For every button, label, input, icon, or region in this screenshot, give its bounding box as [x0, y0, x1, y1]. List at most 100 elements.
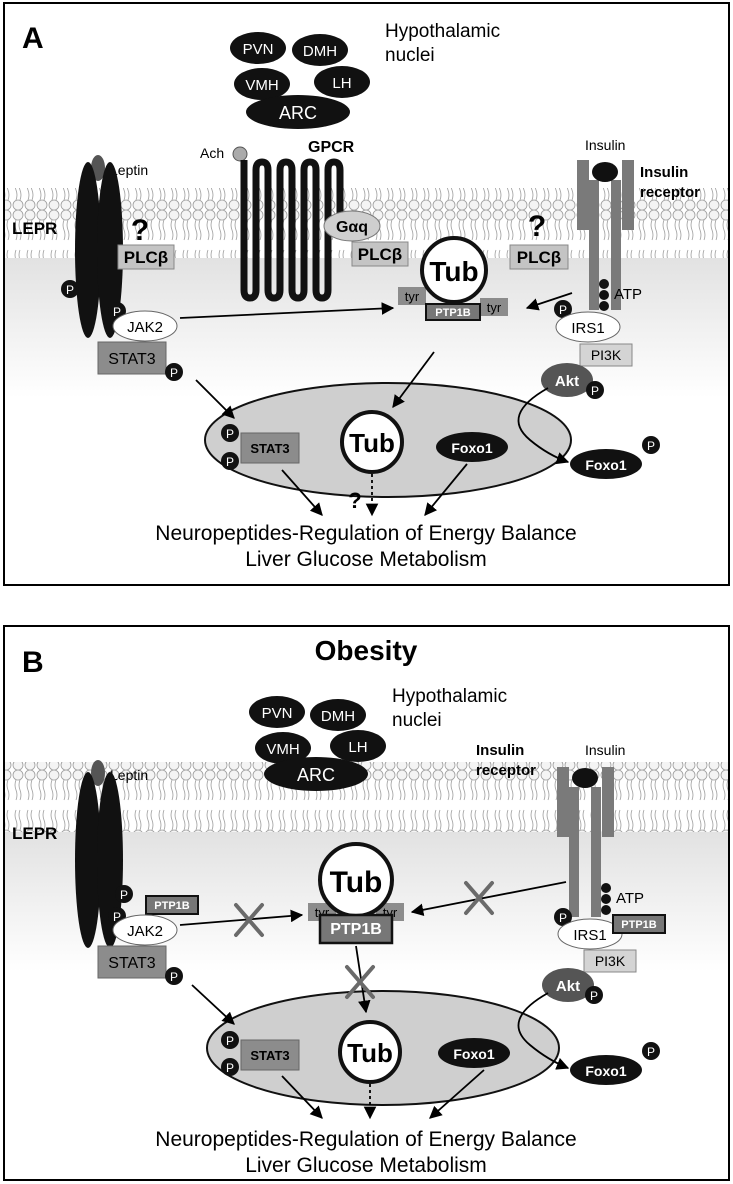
phospho-lepr: [61, 280, 79, 298]
dmh-nucleus: [292, 34, 348, 66]
phospho-stat3-bn2: [221, 1058, 239, 1076]
ir-alpha-left-b: [557, 767, 569, 837]
arrow-akt-to-foxo1-b: [517, 992, 570, 1070]
ir-beta-left: [589, 180, 599, 310]
svg-text:P: P: [647, 439, 655, 453]
phospho-atp-b-1: [601, 883, 611, 893]
phospho-atp-3: [599, 301, 609, 311]
question-mark-left: ?: [131, 214, 149, 247]
stat3-label: STAT3: [108, 351, 156, 368]
leptin-label: Leptin: [110, 162, 148, 178]
insulin-label-b: Insulin: [585, 742, 625, 758]
arrow-ir-to-tub: [525, 292, 573, 311]
ptp1b-label: PTP1B: [435, 307, 471, 319]
gpcr-helices: [240, 158, 344, 302]
gpcr-label: GPCR: [308, 139, 355, 156]
svg-text:P: P: [66, 283, 74, 297]
vmh-nucleus: [234, 68, 290, 100]
ir-alpha-right-b: [602, 767, 614, 837]
svg-text:PTP1B: PTP1B: [621, 919, 657, 931]
ir-alpha-left: [577, 160, 589, 230]
lh-nucleus-b: [330, 730, 386, 762]
phospho-atp-2: [599, 290, 609, 300]
jak2-label-b: JAK2: [127, 923, 163, 940]
nuclear-tub: [340, 410, 404, 474]
lepr-chain-left-b: [75, 772, 101, 948]
svg-text:VMH: VMH: [266, 741, 299, 758]
tub-label: Tub: [429, 256, 478, 287]
svg-text:P: P: [591, 384, 599, 398]
lepr-chain-right-b: [97, 772, 123, 948]
svg-text:P: P: [226, 455, 234, 469]
jak2-b: [112, 914, 178, 946]
svg-text:PVN: PVN: [262, 705, 293, 722]
irs1-label-b: IRS1: [573, 927, 606, 944]
irs1: [555, 311, 621, 343]
svg-text:tyr: tyr: [405, 289, 420, 304]
output-line-b-1: Neuropeptides-Regulation of Energy Balan…: [155, 1128, 576, 1151]
svg-text:LH: LH: [348, 739, 367, 756]
insulin-receptor: Insulin Insulin receptor ? PLCβ ATP P IR…: [509, 137, 700, 399]
nuclei-title-1: Hypothalamic: [385, 21, 500, 42]
question-mark-right: ?: [528, 210, 546, 243]
plc-mid-label: PLCβ: [358, 245, 402, 264]
pi3k-box-b: [583, 949, 637, 973]
insulin-receptor-label-b-2: receptor: [476, 762, 536, 779]
lepr-label-b: LEPR: [12, 824, 57, 843]
nuclear-stat3-b: [240, 1039, 300, 1071]
nuclear-tub-label-b: Tub: [347, 1038, 393, 1068]
cross-tub-nucleus: [345, 965, 375, 999]
pvn-label: PVN: [243, 41, 274, 58]
nuclear-tub-label: Tub: [349, 428, 395, 458]
tub-label-b: Tub: [330, 866, 383, 899]
arrow-foxo1-to-output-b: [429, 1069, 485, 1119]
arrow-tub-to-nucleus: [392, 351, 435, 409]
nuclear-stat3-label: STAT3: [250, 441, 289, 456]
stat3-box-b: [97, 945, 167, 979]
ir-beta-right-b: [591, 787, 601, 917]
nuclear-stat3-label-b: STAT3: [250, 1048, 289, 1063]
output-line-b-2: Liver Glucose Metabolism: [245, 1154, 487, 1177]
panel-label: A: [22, 22, 44, 55]
arrow-jak2-to-tub: [179, 302, 395, 319]
panel-label-b: B: [22, 646, 44, 679]
cross-ir-tub: [464, 881, 494, 915]
phospho-stat3-n2: [221, 452, 239, 470]
svg-text:DMH: DMH: [321, 708, 355, 725]
pi3k-label-b: PI3K: [595, 953, 626, 969]
arrow-stat3-to-output-b: [281, 1075, 323, 1119]
leptin-label-b: Leptin: [110, 767, 148, 783]
insulin-molecule: [592, 162, 618, 182]
insulin-receptor-b: Insulin Insulin receptor ATP P IRS1 PTP1…: [476, 742, 666, 1004]
ir-beta-right: [611, 180, 621, 310]
arrow-ir-to-tub-b: [410, 881, 567, 917]
arc-nucleus: [246, 95, 350, 129]
nuclei-title-b-2: nuclei: [392, 710, 442, 731]
svg-text:tyr: tyr: [487, 300, 502, 315]
g-alpha-q: [323, 210, 381, 242]
nuclei-title-2: nuclei: [385, 45, 435, 66]
nuclear-foxo1-label: Foxo1: [451, 440, 492, 456]
svg-text:P: P: [120, 888, 128, 902]
obesity-title: Obesity: [315, 635, 418, 666]
plc-left-label: PLCβ: [124, 248, 168, 267]
arc-nucleus-b: [264, 757, 368, 791]
lepr-chain-right: [97, 162, 123, 338]
arrow-foxo1-to-output: [424, 463, 468, 516]
svg-text:PTP1B: PTP1B: [154, 900, 190, 912]
svg-text:P: P: [170, 366, 178, 380]
leptin-receptor-b: Leptin LEPR P P PTP1B JAK2 STAT3 P: [12, 760, 199, 985]
ptp1b-box-b: [318, 913, 394, 945]
plc-beta-right: [509, 244, 569, 270]
atp-label: ATP: [614, 286, 642, 303]
stat3-box: [97, 341, 167, 375]
svg-text:P: P: [113, 305, 121, 319]
phospho-irs1-b: [554, 908, 572, 926]
plc-right-label: PLCβ: [517, 248, 561, 267]
pvn-nucleus-b: [249, 696, 305, 728]
arc-label: ARC: [279, 103, 317, 123]
arrow-jak2-to-tub-b: [179, 909, 304, 926]
ptp1b-ir-b: [612, 914, 666, 934]
akt-label-b: Akt: [556, 978, 580, 995]
jak2: [112, 310, 178, 342]
